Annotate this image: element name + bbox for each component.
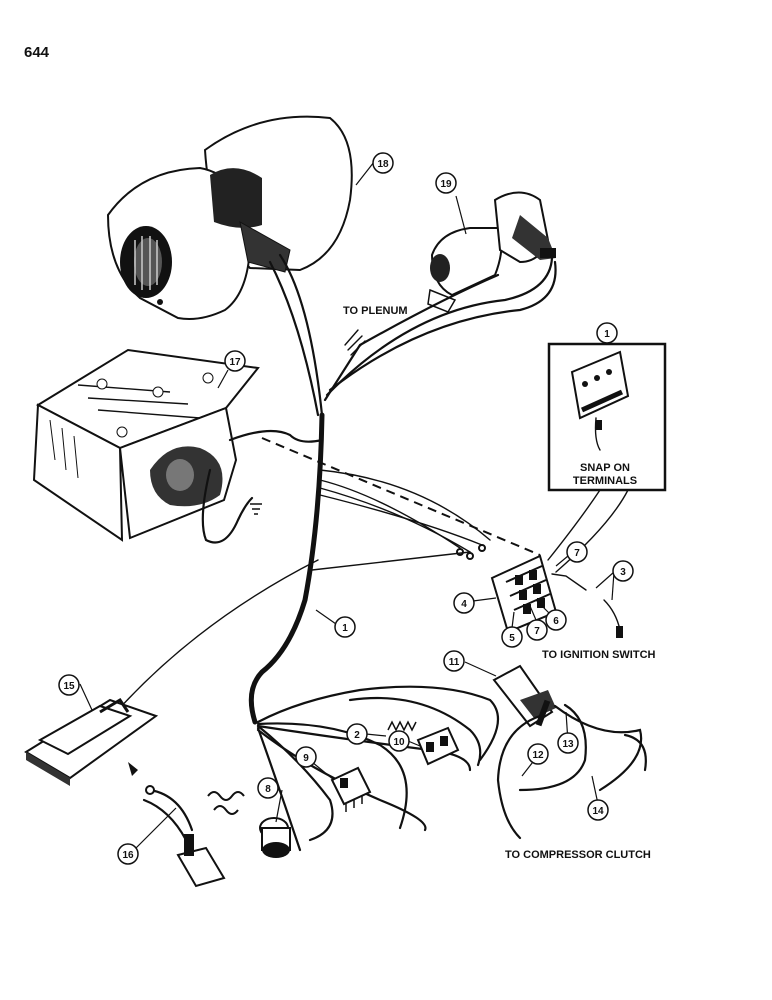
callout-14: 14 <box>587 799 609 821</box>
callout-15: 15 <box>58 674 80 696</box>
label-to-ignition-switch: TO IGNITION SWITCH <box>542 649 656 661</box>
relay-15 <box>24 697 159 786</box>
thermostat-switch-11 <box>492 664 556 728</box>
svg-text:9: 9 <box>303 753 309 764</box>
connector-block <box>490 554 558 634</box>
switch-9 <box>330 766 372 812</box>
svg-text:13: 13 <box>562 739 574 750</box>
callout-7-top: 7 <box>566 541 588 563</box>
snap-on-terminal-inset: SNAP ON TERMINALS <box>547 342 667 492</box>
callout-7-bottom: 7 <box>526 619 548 641</box>
callout-8: 8 <box>257 777 279 799</box>
svg-text:1: 1 <box>604 329 610 340</box>
callout-17: 17 <box>224 350 246 372</box>
snap-on-label-1: SNAP ON <box>580 462 630 474</box>
svg-text:8: 8 <box>265 784 271 795</box>
evaporator-unit <box>32 348 260 542</box>
svg-text:7: 7 <box>534 626 540 637</box>
resistor-coil <box>207 791 245 815</box>
callout-5: 5 <box>501 626 523 648</box>
callout-2: 2 <box>346 723 368 745</box>
svg-text:11: 11 <box>449 657 460 668</box>
svg-text:18: 18 <box>377 159 389 170</box>
svg-text:16: 16 <box>122 850 134 861</box>
harness-plug-16 <box>128 762 226 888</box>
callout-18: 18 <box>372 152 394 174</box>
svg-text:1: 1 <box>342 623 348 634</box>
blower-motor <box>210 168 262 228</box>
svg-text:3: 3 <box>620 567 626 578</box>
valve-assembly <box>427 191 556 313</box>
svg-text:17: 17 <box>229 357 241 368</box>
main-harness <box>248 412 325 725</box>
evaporator-side <box>32 403 124 542</box>
svg-text:2: 2 <box>354 730 360 741</box>
svg-text:12: 12 <box>532 750 544 761</box>
callout-13: 13 <box>557 732 579 754</box>
callout-9: 9 <box>295 746 317 768</box>
callout-4: 4 <box>453 592 475 614</box>
callout-12: 12 <box>527 743 549 765</box>
svg-text:15: 15 <box>63 681 75 692</box>
page-number: 644 <box>24 44 50 61</box>
inset-terminal-block <box>570 350 630 420</box>
label-to-compressor-clutch: TO COMPRESSOR CLUTCH <box>505 849 651 861</box>
svg-text:19: 19 <box>440 179 452 190</box>
snap-on-label-2: TERMINALS <box>573 475 637 487</box>
label-to-plenum: TO PLENUM <box>343 305 408 317</box>
callout-3: 3 <box>612 560 634 582</box>
blower-assembly <box>106 115 353 320</box>
callout-1-harness: 1 <box>334 616 356 638</box>
svg-text:14: 14 <box>592 806 604 817</box>
svg-text:7: 7 <box>574 548 580 559</box>
callout-1-inset: 1 <box>596 322 618 344</box>
svg-text:10: 10 <box>393 737 405 748</box>
plug-body <box>176 846 226 888</box>
callout-10: 10 <box>388 730 410 752</box>
callout-16: 16 <box>117 843 139 865</box>
callout-6: 6 <box>545 609 567 631</box>
rheostat-10 <box>387 720 460 766</box>
fuse-holder-8 <box>259 817 291 858</box>
svg-text:4: 4 <box>461 599 467 610</box>
svg-text:6: 6 <box>553 616 559 627</box>
callout-19: 19 <box>435 172 457 194</box>
svg-text:5: 5 <box>509 633 515 644</box>
callout-11: 11 <box>443 650 465 672</box>
